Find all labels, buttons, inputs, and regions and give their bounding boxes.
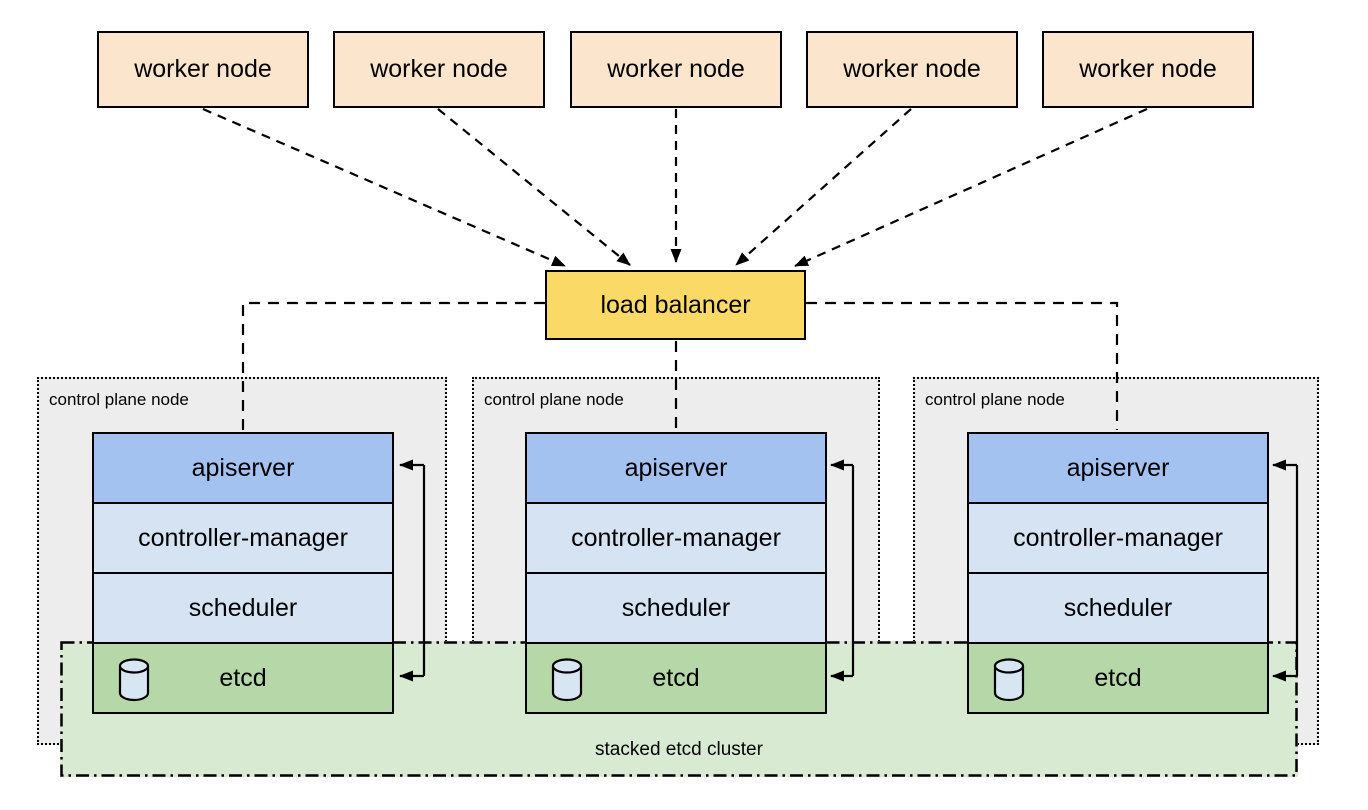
database-cylinder-icon — [993, 658, 1025, 702]
etcd-box: etcd — [92, 642, 394, 714]
etcd-label: etcd — [219, 663, 267, 692]
worker-node-box-5: worker node — [1042, 31, 1254, 108]
scheduler-label: scheduler — [1063, 593, 1173, 622]
worker-node-box-3: worker node — [570, 31, 782, 108]
apiserver-label: apiserver — [191, 453, 295, 482]
scheduler-label: scheduler — [188, 593, 298, 622]
controller-manager-label: controller-manager — [571, 523, 781, 552]
load-balancer-label: load balancer — [600, 290, 751, 319]
etcd-label: etcd — [652, 663, 700, 692]
load-balancer-box: load balancer — [545, 270, 806, 340]
component-stack-3: apiserver controller-manager scheduler e… — [967, 432, 1269, 714]
worker-node-box-4: worker node — [806, 31, 1018, 108]
control-plane-node-label: control plane node — [484, 390, 624, 409]
worker-node-box-1: worker node — [97, 31, 309, 108]
controller-manager-box: controller-manager — [967, 502, 1269, 574]
stacked-etcd-cluster-label: stacked etcd cluster — [595, 739, 763, 760]
controller-manager-label: controller-manager — [1013, 523, 1223, 552]
scheduler-box: scheduler — [92, 572, 394, 644]
control-plane-node-label: control plane node — [49, 390, 189, 409]
controller-manager-box: controller-manager — [92, 502, 394, 574]
scheduler-box: scheduler — [525, 572, 827, 644]
apiserver-label: apiserver — [624, 453, 728, 482]
worker-node-label: worker node — [843, 55, 981, 83]
controller-manager-label: controller-manager — [138, 523, 348, 552]
component-stack-1: apiserver controller-manager scheduler e… — [92, 432, 394, 714]
database-cylinder-icon — [551, 658, 583, 702]
worker-node-label: worker node — [370, 55, 508, 83]
database-cylinder-icon — [118, 658, 150, 702]
scheduler-box: scheduler — [967, 572, 1269, 644]
control-plane-node-label: control plane node — [925, 390, 1065, 409]
component-stack-2: apiserver controller-manager scheduler e… — [525, 432, 827, 714]
apiserver-box: apiserver — [92, 432, 394, 504]
apiserver-box: apiserver — [967, 432, 1269, 504]
etcd-label: etcd — [1094, 663, 1142, 692]
worker-node-label: worker node — [607, 55, 745, 83]
etcd-box: etcd — [525, 642, 827, 714]
worker-node-label: worker node — [134, 55, 272, 83]
etcd-box: etcd — [967, 642, 1269, 714]
scheduler-label: scheduler — [621, 593, 731, 622]
worker-to-lb-arrows — [202, 107, 1148, 268]
apiserver-box: apiserver — [525, 432, 827, 504]
controller-manager-box: controller-manager — [525, 502, 827, 574]
worker-node-label: worker node — [1079, 55, 1217, 83]
apiserver-label: apiserver — [1066, 453, 1170, 482]
worker-node-box-2: worker node — [333, 31, 545, 108]
